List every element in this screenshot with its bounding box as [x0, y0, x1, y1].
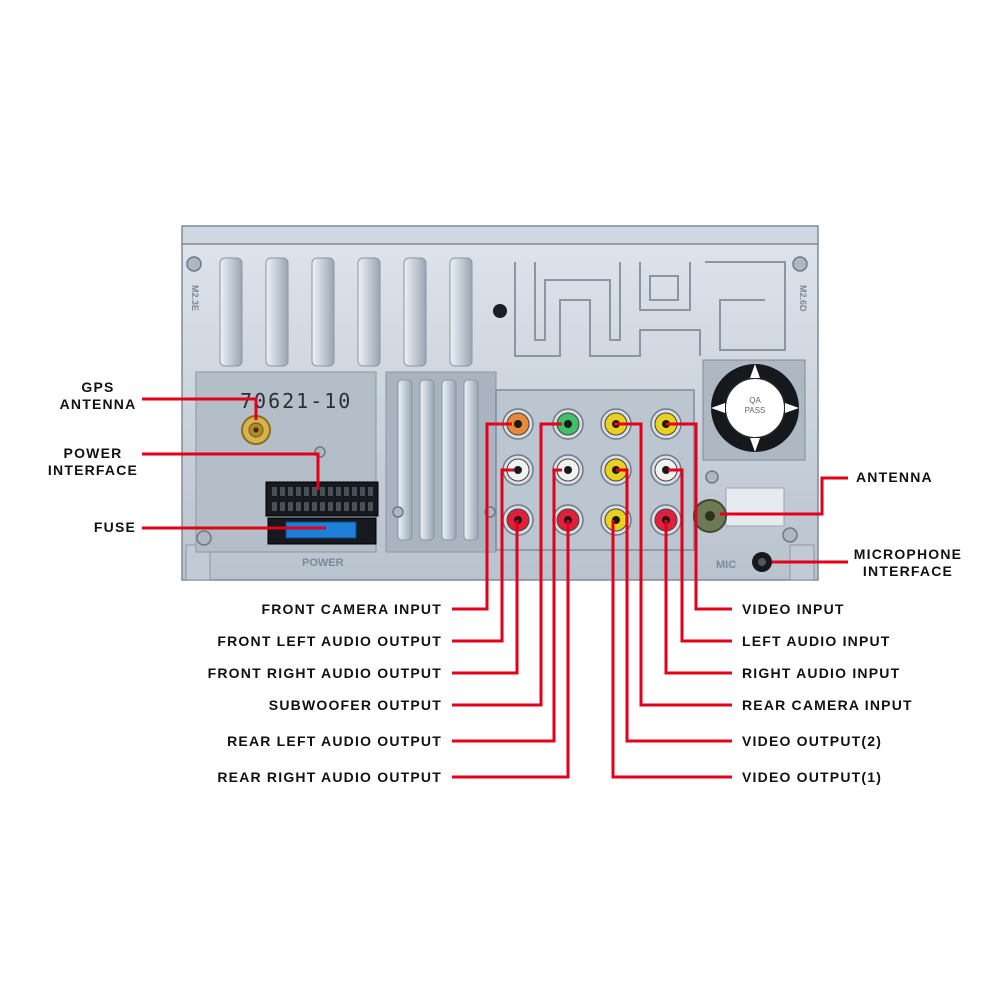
wire-front-left-audio-output	[452, 468, 514, 643]
wire-gps-antenna	[142, 397, 258, 420]
wire-front-right-audio-output	[452, 520, 519, 675]
callout-labels: GPS ANTENNA POWER INTERFACE FUSE ANTENNA…	[48, 379, 962, 785]
antenna-connector[interactable]	[693, 487, 785, 533]
cooling-fins	[219, 257, 473, 367]
label-front-right-audio-output: FRONT RIGHT AUDIO OUTPUT	[208, 665, 442, 681]
label-video-output-1: VIDEO OUTPUT(1)	[742, 769, 882, 785]
label-video-output-2: VIDEO OUTPUT(2)	[742, 733, 882, 749]
wire-rear-right-audio-output	[452, 520, 570, 779]
label-power-interface-line1: POWER	[64, 445, 123, 461]
wire-power-interface	[142, 452, 320, 490]
wire-antenna	[720, 476, 848, 516]
label-front-left-audio-output: FRONT LEFT AUDIO OUTPUT	[217, 633, 442, 649]
label-rear-right-audio-output: REAR RIGHT AUDIO OUTPUT	[217, 769, 442, 785]
microphone-connector[interactable]	[752, 552, 772, 572]
gps-antenna-connector[interactable]	[241, 415, 271, 445]
wire-rear-left-audio-output	[452, 468, 562, 743]
rca-jack-grid	[502, 408, 682, 536]
label-video-input: VIDEO INPUT	[742, 601, 845, 617]
power-port-label: POWER	[302, 557, 344, 569]
qa-pass-sticker-line1: QA	[749, 396, 761, 405]
label-left-audio-input: LEFT AUDIO INPUT	[742, 633, 891, 649]
right-side-marking: M2.6D	[798, 285, 808, 312]
wire-subwoofer-output	[452, 422, 562, 707]
rca-jack[interactable]	[502, 408, 534, 440]
fuse[interactable]	[267, 517, 377, 545]
qa-pass-sticker-line2: PASS	[745, 406, 766, 415]
callout-wires	[142, 397, 848, 779]
wire-right-audio-input	[664, 520, 732, 675]
label-right-audio-input: RIGHT AUDIO INPUT	[742, 665, 900, 681]
rca-jack[interactable]	[600, 504, 632, 536]
label-antenna: ANTENNA	[856, 469, 933, 485]
label-gps-antenna-line1: GPS	[81, 379, 114, 395]
label-microphone-interface-line2: INTERFACE	[863, 563, 953, 579]
label-microphone-interface-line1: MICROPHONE	[854, 546, 962, 562]
mounting-hole	[493, 304, 507, 318]
label-power-interface-line2: INTERFACE	[48, 462, 138, 478]
label-rear-left-audio-output: REAR LEFT AUDIO OUTPUT	[227, 733, 442, 749]
label-front-camera-input: FRONT CAMERA INPUT	[261, 601, 442, 617]
wire-video-input	[666, 422, 732, 611]
mic-port-label: MIC	[716, 559, 736, 571]
label-subwoofer-output: SUBWOOFER OUTPUT	[269, 697, 442, 713]
power-interface-connector[interactable]	[265, 481, 379, 517]
wire-video-output-2	[616, 468, 732, 743]
label-gps-antenna-line2: ANTENNA	[60, 396, 137, 412]
wire-video-output-1	[611, 520, 732, 779]
chassis-embossed-pattern	[514, 261, 786, 357]
serial-stamp: 70621-10	[240, 389, 352, 413]
wire-front-camera-input	[452, 422, 512, 611]
label-rear-camera-input: REAR CAMERA INPUT	[742, 697, 913, 713]
rca-jack[interactable]	[552, 454, 584, 486]
rca-jack[interactable]	[502, 454, 534, 486]
wire-left-audio-input	[668, 468, 732, 643]
rca-jack[interactable]	[552, 408, 584, 440]
cooling-fan	[702, 359, 806, 461]
label-fuse: FUSE	[94, 519, 136, 535]
wire-rear-camera-input	[614, 422, 732, 707]
left-side-marking: M2.3E	[190, 285, 200, 311]
